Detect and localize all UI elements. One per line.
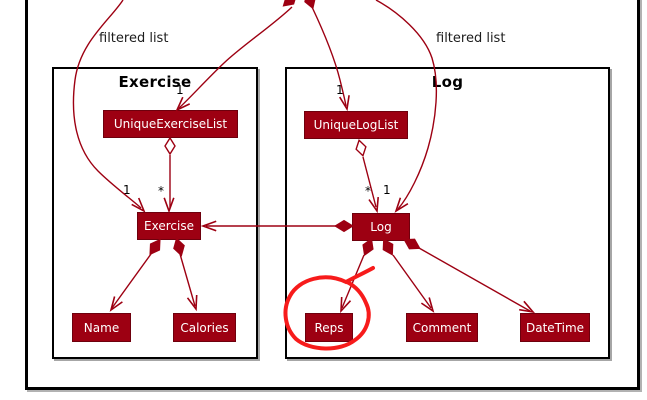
diagram-outer-border: [25, 0, 640, 390]
multiplicity-log-one: 1: [383, 183, 391, 197]
class-calories: Calories: [173, 313, 236, 342]
class-unique-log-list: UniqueLogList: [304, 111, 408, 139]
multiplicity-exercise-one: 1: [123, 183, 131, 197]
package-exercise-title: Exercise: [118, 73, 192, 91]
class-exercise: Exercise: [137, 212, 201, 240]
multiplicity-unique-log-list: 1: [336, 83, 344, 97]
class-log: Log: [352, 213, 410, 241]
edge-label-filtered-list-right: filtered list: [436, 31, 506, 46]
class-unique-exercise-list: UniqueExerciseList: [103, 110, 238, 138]
class-date-time: DateTime: [520, 313, 590, 342]
edge-label-filtered-list-left: filtered list: [99, 31, 169, 46]
class-name: Name: [72, 313, 131, 342]
class-comment: Comment: [406, 313, 478, 342]
package-log-title: Log: [431, 73, 464, 91]
multiplicity-unique-exercise-list: 1: [176, 83, 184, 97]
multiplicity-exercise-many: *: [158, 184, 164, 198]
class-reps: Reps: [305, 313, 353, 342]
multiplicity-log-many: *: [365, 184, 371, 198]
